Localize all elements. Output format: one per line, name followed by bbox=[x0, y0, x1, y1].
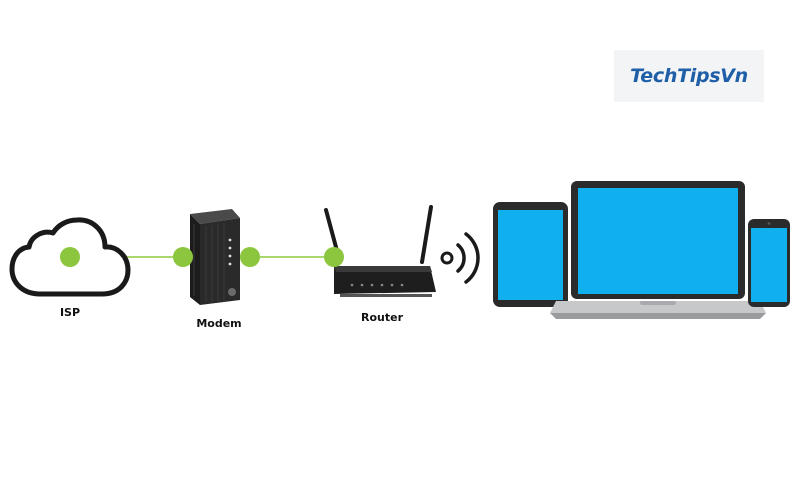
isp-connector-dot bbox=[60, 247, 80, 267]
smartphone-icon bbox=[748, 219, 790, 307]
wifi-signal-icon bbox=[440, 232, 480, 284]
router-label: Router bbox=[360, 311, 404, 324]
router-connector-dot bbox=[324, 247, 344, 267]
modem-right-connector-dot bbox=[240, 247, 260, 267]
tablet-icon bbox=[493, 202, 568, 307]
modem-icon bbox=[190, 209, 240, 305]
modem-left-connector-dot bbox=[173, 247, 193, 267]
watermark-text: TechTipsVn bbox=[630, 65, 748, 87]
modem-label: Modem bbox=[196, 317, 242, 330]
laptop-icon bbox=[550, 181, 766, 319]
isp-label: ISP bbox=[59, 306, 81, 319]
router-icon bbox=[324, 205, 436, 297]
techtipsvn-watermark: TechTipsVn bbox=[614, 50, 764, 102]
